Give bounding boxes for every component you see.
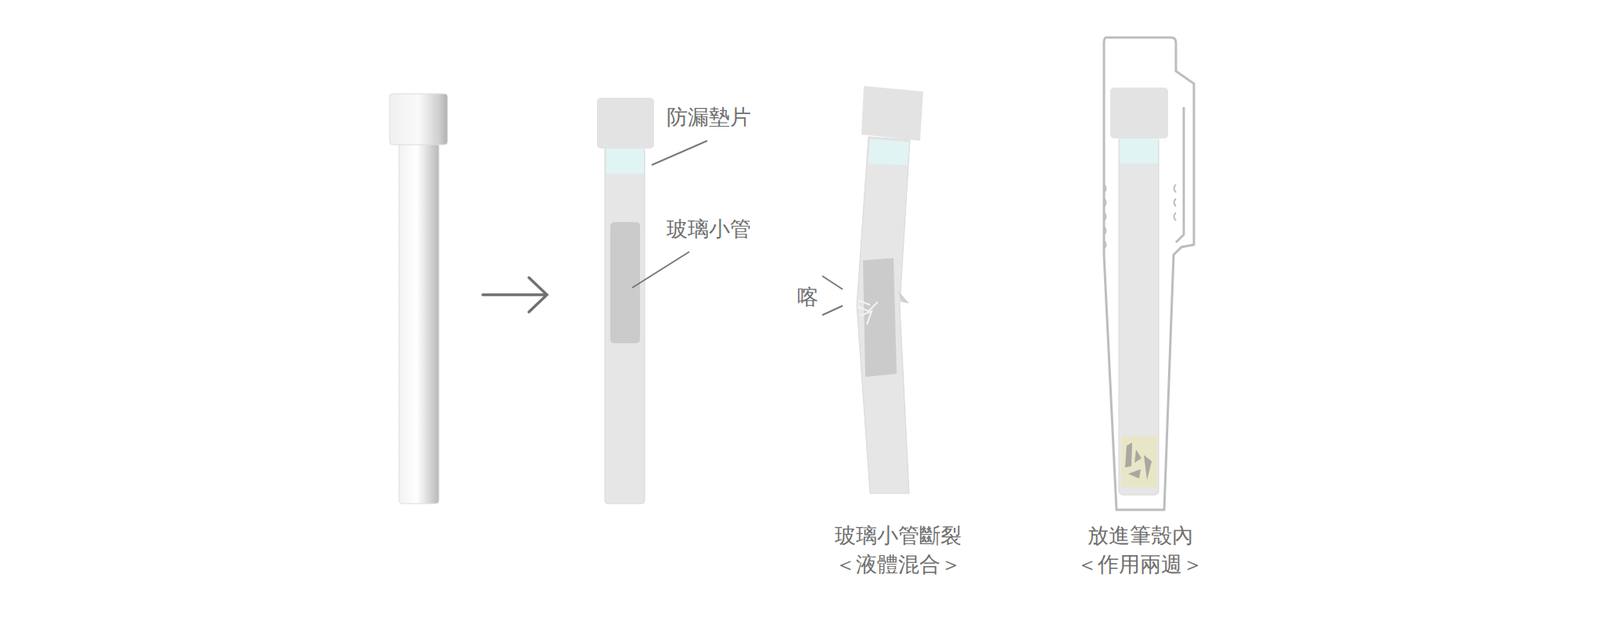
- closed-tube: [389, 93, 448, 504]
- arrow: [482, 277, 547, 313]
- step-caption: ＜作用兩週＞: [1076, 552, 1204, 578]
- sound-label: 喀: [797, 284, 819, 310]
- step-caption: ＜液體混合＞: [834, 552, 962, 578]
- bent-tube: [822, 86, 924, 494]
- part-label: 玻璃小管: [666, 216, 752, 242]
- step-caption: 放進筆殼內: [1087, 523, 1194, 549]
- pen-shell: [1103, 37, 1194, 511]
- cutaway-tube: [596, 97, 708, 504]
- step-caption: 玻璃小管斷裂: [834, 523, 962, 549]
- part-label: 防漏墊片: [666, 104, 752, 130]
